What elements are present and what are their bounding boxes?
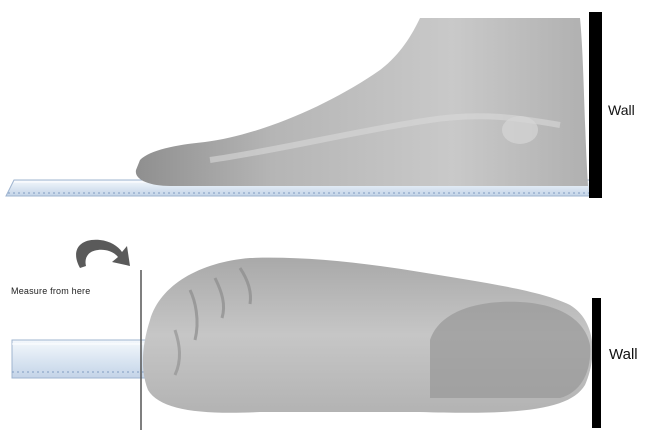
measure-from-here-label: Measure from here [11, 287, 90, 296]
wall-label-bottom: Wall [609, 347, 638, 362]
wall-label-top: Wall [608, 103, 635, 117]
side-view [6, 12, 602, 198]
top-view [12, 240, 601, 430]
foot-side [136, 18, 588, 186]
wall-bottom [592, 298, 601, 428]
curved-arrow-icon [76, 240, 130, 268]
wall-top [589, 12, 602, 198]
